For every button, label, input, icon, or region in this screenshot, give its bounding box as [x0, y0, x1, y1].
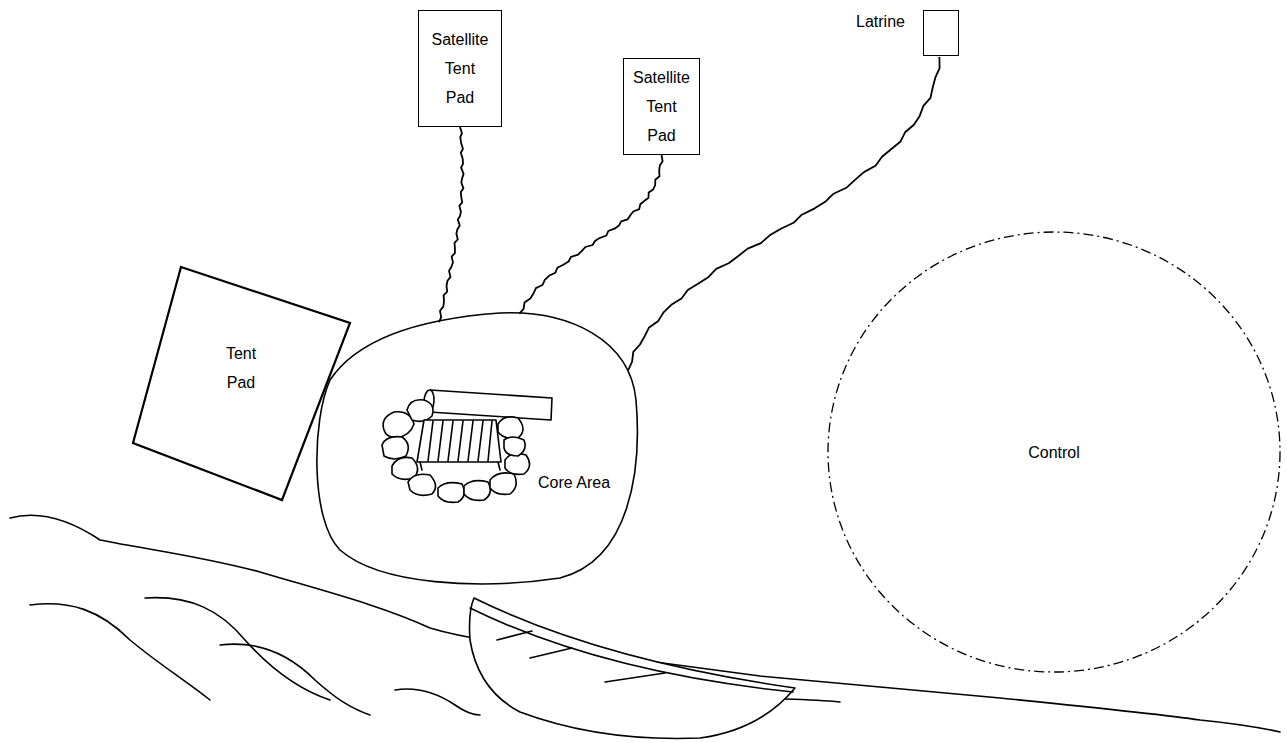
canoe-hull: [470, 598, 796, 738]
latrine: Latrine: [856, 10, 959, 57]
tent-pad: Tent Pad: [133, 267, 351, 501]
trail-line: [439, 127, 464, 322]
satellite-tent-pad: Satellite Tent Pad: [623, 58, 700, 155]
log: [429, 390, 552, 420]
canoe-thwart: [497, 631, 532, 640]
wave: [30, 604, 210, 700]
trail-line: [519, 155, 662, 314]
node-label: Satellite Tent Pad: [432, 25, 489, 112]
latrine-box: [923, 10, 959, 56]
node-label: Latrine: [856, 7, 905, 36]
node-label: Core Area: [538, 468, 610, 497]
node-label: Satellite Tent Pad: [633, 63, 690, 150]
canoe-thwart: [530, 648, 572, 658]
grill: [417, 420, 501, 462]
wave: [395, 689, 480, 715]
trail-line: [628, 57, 939, 370]
wave: [145, 598, 330, 700]
fire-pit: [382, 390, 552, 503]
node-label: Control: [1028, 438, 1080, 467]
canoe-thwart: [605, 673, 665, 682]
satellite-tent-pad: Satellite Tent Pad: [418, 10, 502, 127]
core-area: Core Area: [310, 308, 645, 590]
control-area: Control: [826, 230, 1282, 674]
canoe-rim: [470, 608, 793, 692]
wave: [220, 644, 370, 715]
core-area-outline: [310, 308, 645, 590]
node-label: Tent Pad: [226, 339, 256, 397]
